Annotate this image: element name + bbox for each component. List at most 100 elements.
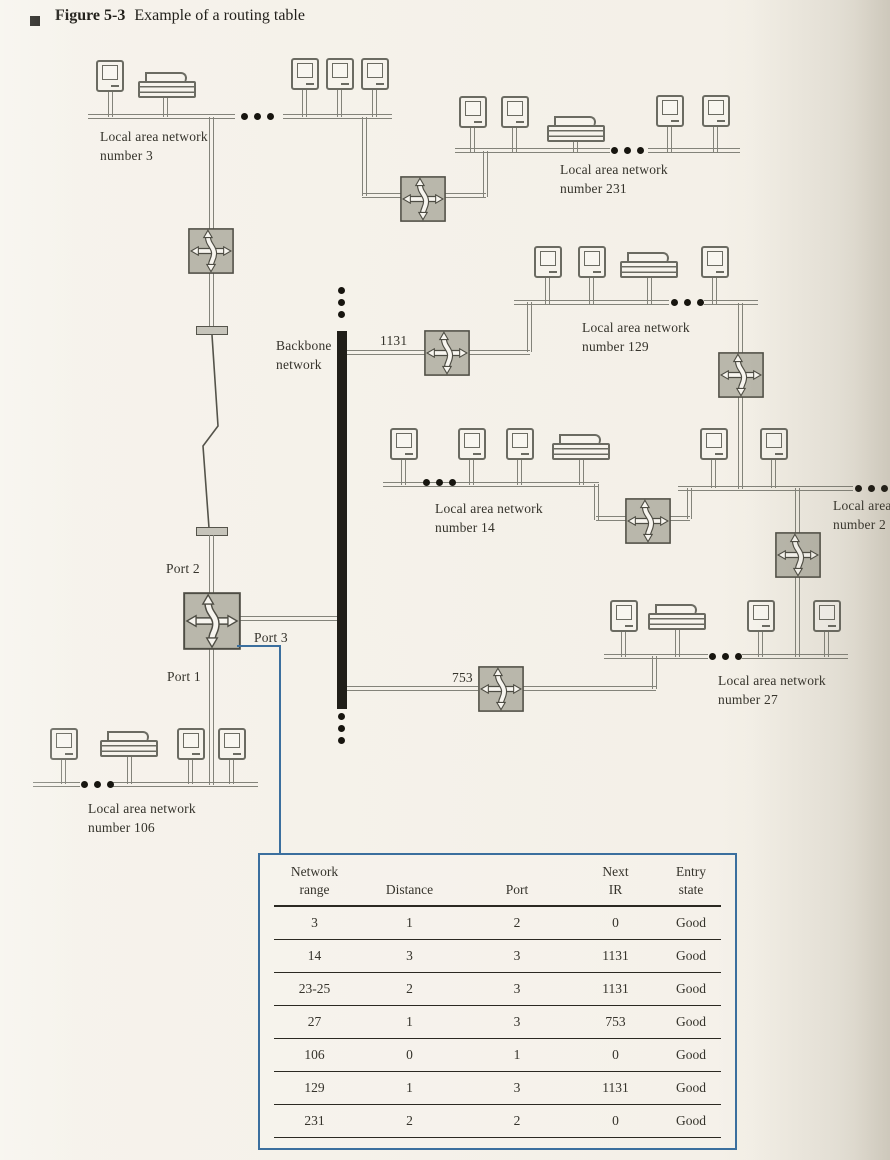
net-753-label: 753: [452, 670, 473, 685]
mac-computer-icon: [700, 428, 728, 460]
ellipsis-dots: [671, 299, 704, 306]
lan129-bus-left: [514, 300, 669, 305]
device-drop-line: [517, 460, 522, 485]
cell: 2: [406, 1113, 413, 1129]
routing-table-header: Network range Distance Port Next IR Entr…: [274, 863, 721, 908]
wan-connector-icon: [196, 326, 228, 335]
cell: Good: [676, 1014, 706, 1030]
cell: 3: [406, 948, 413, 964]
cell: 106: [304, 1047, 325, 1063]
connection-line: [362, 117, 367, 196]
mac-computer-icon: [361, 58, 389, 90]
mac-computer-icon: [610, 600, 638, 632]
ellipsis-dots: [611, 147, 644, 154]
col-header-network-range: Network range: [290, 864, 339, 897]
lan14-label: Local area network number 14: [435, 501, 543, 536]
cell: 1: [406, 1080, 413, 1096]
net-1131-label: 1131: [380, 333, 408, 348]
device-drop-line: [163, 98, 168, 117]
cell: 1: [513, 1047, 521, 1063]
cell: 1: [406, 915, 413, 931]
device-drop-line: [470, 128, 475, 152]
device-drop-line: [771, 460, 776, 488]
mac-computer-icon: [291, 58, 319, 90]
device-drop-line: [713, 127, 718, 152]
lan129-label: Local area network number 129: [582, 320, 690, 355]
cell: 1131: [602, 1080, 629, 1096]
mac-computer-icon: [760, 428, 788, 460]
mac-computer-icon: [656, 95, 684, 127]
device-drop-line: [824, 632, 829, 657]
device-drop-line: [758, 632, 763, 657]
device-drop-line: [302, 90, 307, 117]
connection-line: [594, 484, 599, 520]
device-drop-line: [675, 630, 680, 657]
laser-printer-icon: [138, 72, 196, 98]
lan106-label: Local area network number 106: [88, 801, 196, 836]
laser-printer-icon: [648, 604, 706, 630]
device-drop-line: [512, 128, 517, 152]
lan231-bus-left: [455, 148, 610, 153]
connection-line: [209, 273, 214, 328]
mac-computer-icon: [506, 428, 534, 460]
connection-line: [483, 151, 488, 197]
device-drop-line: [61, 760, 66, 784]
device-drop-line: [711, 460, 716, 488]
cell: Good: [676, 1047, 706, 1063]
net-753-line: [346, 686, 478, 691]
ellipsis-dots: [855, 485, 888, 492]
lan129-bus-right: [704, 300, 758, 305]
cell: 0: [406, 1047, 413, 1063]
cell: 753: [605, 1014, 626, 1030]
mac-computer-icon: [813, 600, 841, 632]
connection-line: [795, 488, 800, 533]
device-drop-line: [337, 90, 342, 117]
cell: Good: [676, 981, 706, 997]
cell: 3: [513, 1014, 521, 1030]
laser-printer-icon: [552, 434, 610, 460]
cell: 1131: [602, 981, 629, 997]
cell: 3: [311, 915, 318, 931]
device-drop-line: [589, 278, 594, 304]
device-drop-line: [647, 278, 652, 304]
mac-computer-icon: [177, 728, 205, 760]
cell: Good: [676, 1113, 706, 1129]
mac-computer-icon: [50, 728, 78, 760]
connection-line: [738, 397, 743, 489]
lan106-bus-left: [33, 782, 80, 787]
ellipsis-dots: [241, 113, 274, 120]
router-icon: [478, 666, 524, 712]
mac-computer-icon: [326, 58, 354, 90]
router-icon: [718, 352, 764, 398]
mac-computer-icon: [501, 96, 529, 128]
device-drop-line: [372, 90, 377, 117]
mac-computer-icon: [534, 246, 562, 278]
wan-connector-icon: [196, 527, 228, 536]
port2-label: Port 2: [166, 561, 200, 576]
connection-line: [670, 516, 690, 521]
device-drop-line: [108, 92, 113, 117]
lan23-25-label: Local area number 2: [833, 498, 890, 533]
cell: 1131: [602, 948, 629, 964]
cell: Good: [676, 1080, 706, 1096]
lan3-label: Local area network number 3: [100, 129, 208, 164]
cell: 0: [612, 1113, 619, 1129]
cell: 0: [612, 915, 619, 931]
device-drop-line: [188, 760, 193, 784]
table-callout-line: [237, 645, 281, 647]
col-header-port: Port: [505, 881, 529, 897]
connection-line: [596, 516, 626, 521]
backbone-continuation-dots: [338, 287, 345, 318]
connection-line: [738, 303, 743, 353]
cell: 27: [307, 1014, 322, 1030]
connection-line: [652, 656, 657, 689]
router-icon-main: [183, 592, 241, 650]
figure-number: Figure 5-3: [55, 7, 126, 24]
router-icon: [424, 330, 470, 376]
port3-label: Port 3: [254, 630, 288, 645]
